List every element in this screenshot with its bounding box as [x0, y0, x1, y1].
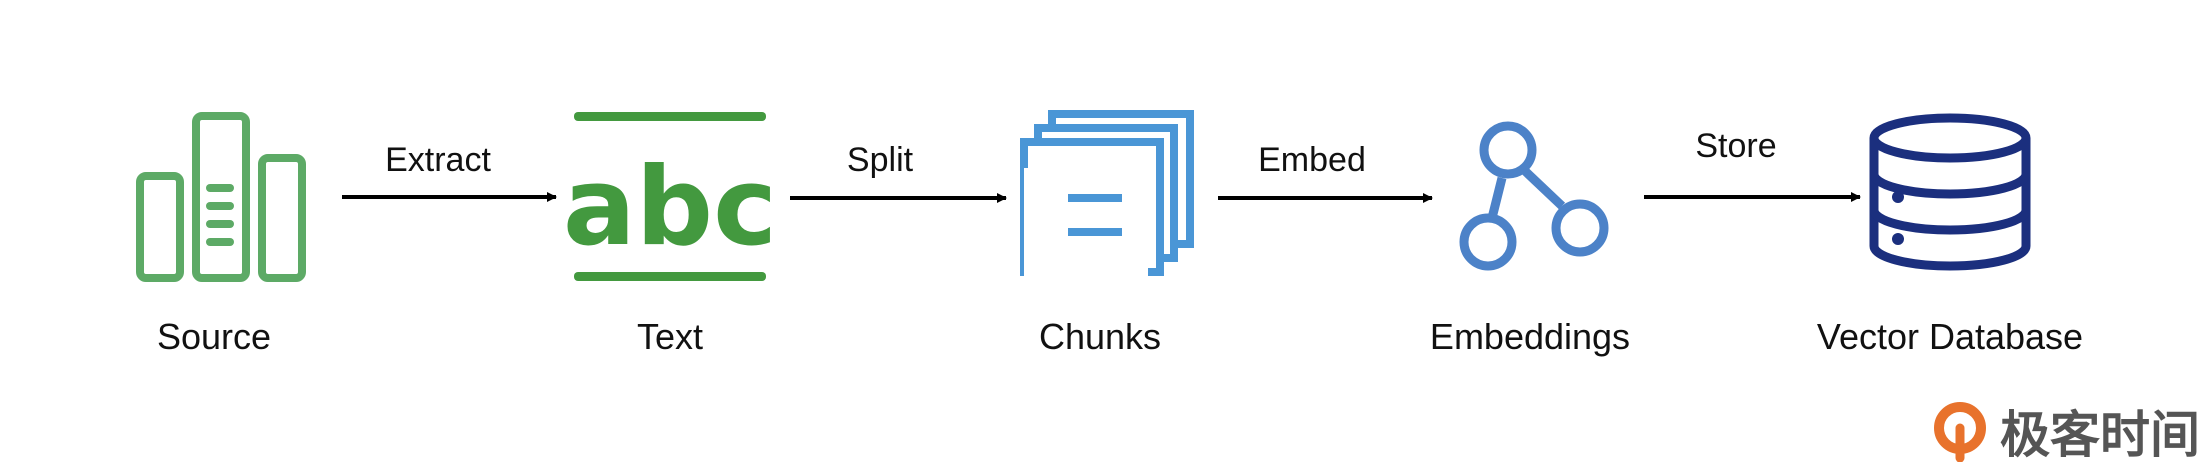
abc-glyph: abc [563, 145, 777, 270]
node-label-text: Text [636, 316, 704, 357]
edge-label-extract: Extract [385, 141, 491, 179]
chunk-lines-icon [1068, 194, 1122, 236]
edge-label-embed: Embed [1258, 141, 1366, 179]
abc-text-icon: abc [563, 112, 777, 281]
node-label-vector-database: Vector Database [1816, 316, 2084, 357]
edge-label-split: Split [846, 141, 914, 179]
stacked-pages-icon [1020, 110, 1194, 288]
node-label-source: Source [156, 316, 272, 357]
edge-label-store: Store [1695, 127, 1777, 165]
watermark: 极客时间 [1930, 395, 2200, 467]
node-label-chunks: Chunks [1038, 316, 1162, 357]
node-label-embeddings: Embeddings [1429, 316, 1631, 357]
geektime-logo-icon [1934, 402, 1986, 462]
bar-document-icon [136, 112, 306, 282]
watermark-text: 极客时间 [2000, 406, 2200, 464]
database-icon [1869, 113, 2031, 271]
graph-nodes-icon [1459, 121, 1609, 271]
